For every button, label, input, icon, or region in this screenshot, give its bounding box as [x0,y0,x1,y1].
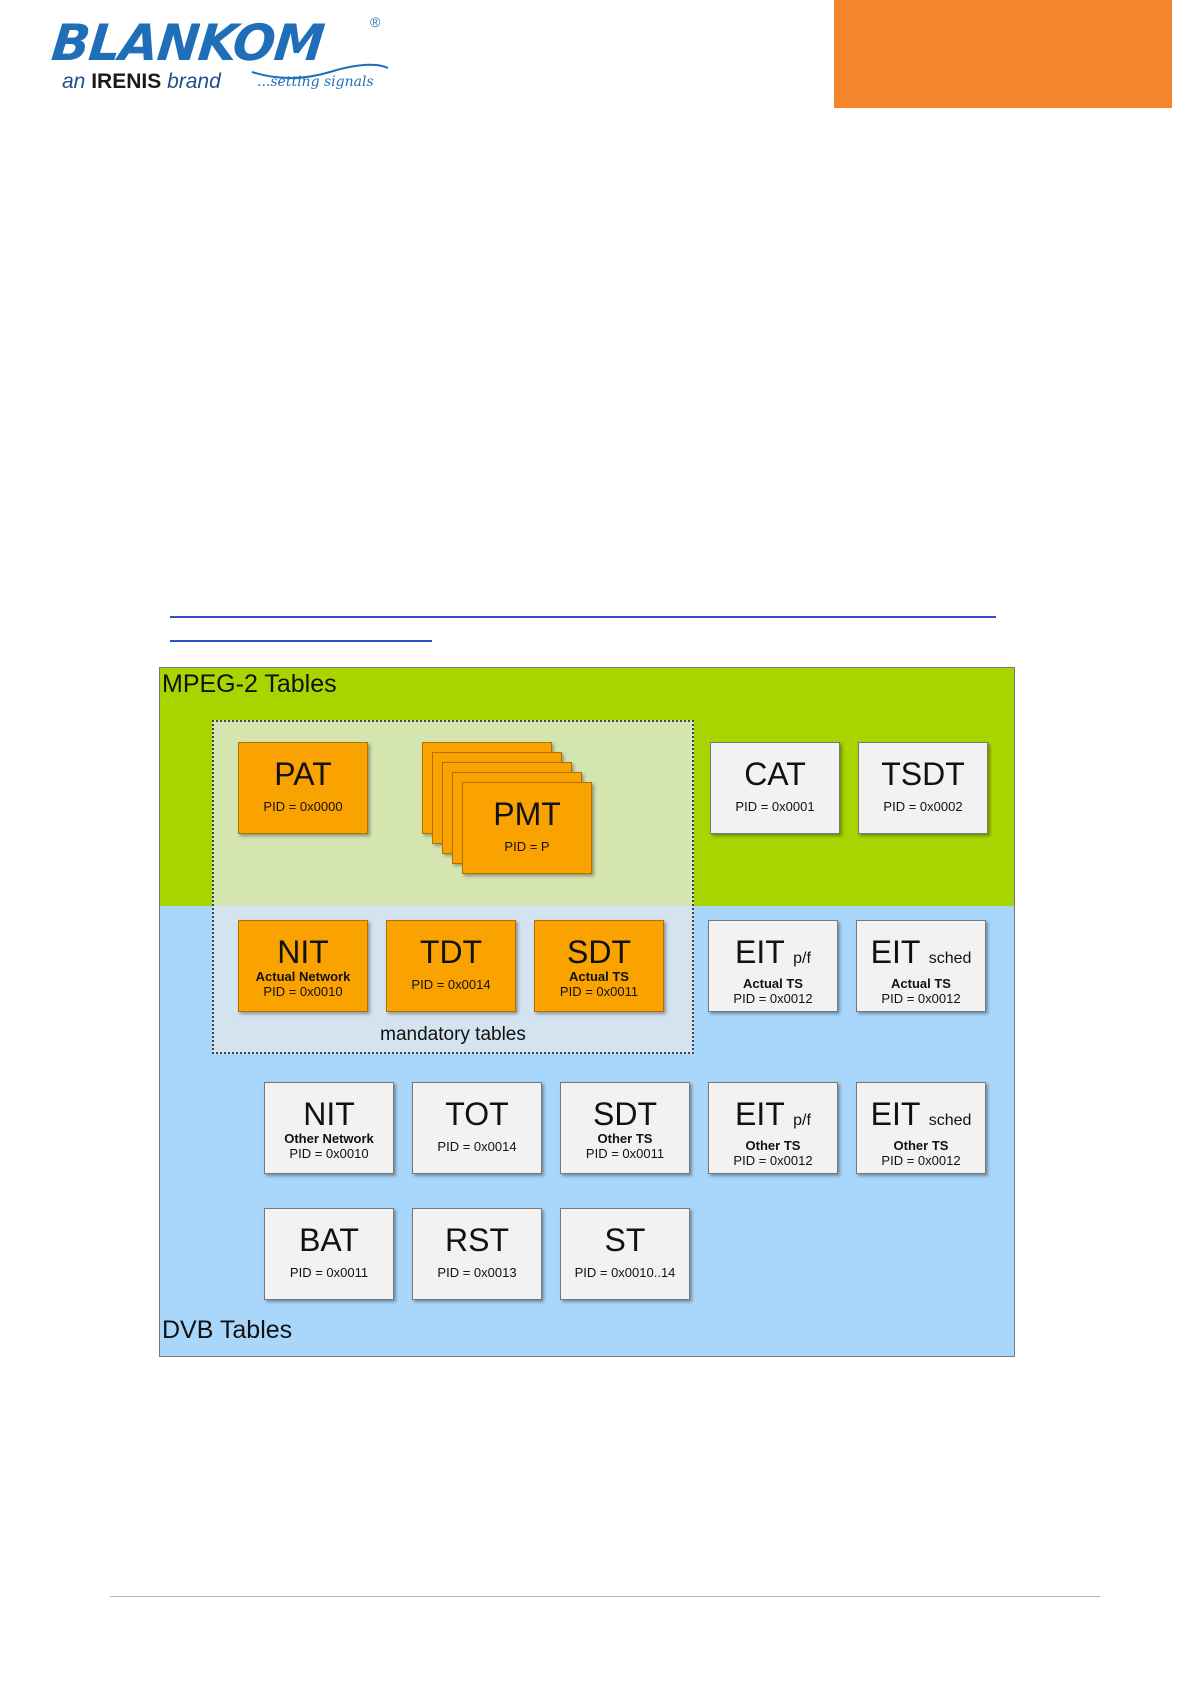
table-name-text: EIT [870,934,920,970]
table-pid: PID = 0x0012 [733,1153,813,1168]
table-name-suffix: sched [928,950,972,967]
table-pid: PID = 0x0014 [437,1139,517,1154]
table-name: NIT [277,934,329,970]
table-name: SDT [567,934,631,970]
table-name-text: EIT [735,934,785,970]
logo-brand-line: an IRENIS brand [62,70,221,94]
footer-divider [110,1596,1100,1597]
logo-tagline: ...setting signals [257,74,374,90]
table-pid: PID = 0x0010 [263,984,343,999]
table-name: SDT [593,1096,657,1132]
table-pid: PID = P [504,839,550,854]
table-name-suffix: sched [928,1112,972,1129]
table-pid: PID = 0x0012 [881,991,961,1006]
table-name: EIT p/f [709,1097,837,1138]
hyperlink-line-2[interactable] [170,640,432,642]
mandatory-tables-outline [212,720,694,1054]
table-tdt: TDT PID = 0x0014 [386,920,516,1012]
logo-registered-mark: ® [370,14,381,30]
table-name: TSDT [881,756,965,792]
table-name: CAT [744,756,806,792]
table-scope: Other TS [597,1131,653,1146]
table-pid: PID = 0x0012 [733,991,813,1006]
table-name: EIT p/f [709,935,837,976]
hyperlink-line-1[interactable] [170,616,996,618]
table-scope: Actual Network [255,969,351,984]
dvb-tables-label: DVB Tables [162,1316,293,1344]
table-scope: Other TS [893,1138,949,1153]
logo-brand-suffix: brand [167,70,221,93]
table-pid: PID = 0x0013 [437,1265,517,1280]
table-name: EIT sched [857,1097,985,1138]
table-pid: PID = 0x0001 [735,799,815,814]
header-accent-block [834,0,1172,108]
table-pat: PAT PID = 0x0000 [238,742,368,834]
table-pid: PID = 0x0010..14 [574,1265,676,1280]
blankom-logo: BLANKOM ® an IRENIS brand ...setting sig… [49,14,392,100]
table-name: NIT [303,1096,355,1132]
table-name-suffix: p/f [793,1112,811,1129]
table-pid: PID = 0x0014 [411,977,491,992]
table-nit-actual: NIT Actual Network PID = 0x0010 [238,920,368,1012]
table-name: ST [604,1222,646,1258]
table-cat: CAT PID = 0x0001 [710,742,840,834]
table-name: TOT [445,1096,509,1132]
table-tot: TOT PID = 0x0014 [412,1082,542,1174]
mandatory-tables-label: mandatory tables [380,1024,526,1045]
table-eit-sched-actual: EIT sched Actual TS PID = 0x0012 [856,920,986,1012]
logo-swoosh-icon [251,63,389,79]
table-name-suffix: p/f [793,950,811,967]
table-scope: Actual TS [569,969,629,984]
table-eit-pf-other: EIT p/f Other TS PID = 0x0012 [708,1082,838,1174]
table-eit-sched-other: EIT sched Other TS PID = 0x0012 [856,1082,986,1174]
logo-brand-name: IRENIS [91,70,162,93]
table-pmt: PMT PID = P [462,782,592,874]
table-pid: PID = 0x0002 [883,799,963,814]
table-pid: PID = 0x0012 [881,1153,961,1168]
logo-brand-prefix: an [62,70,86,93]
table-name: PAT [274,756,332,792]
table-name: TDT [419,934,483,970]
table-eit-pf-actual: EIT p/f Actual TS PID = 0x0012 [708,920,838,1012]
table-tsdt: TSDT PID = 0x0002 [858,742,988,834]
table-name-text: EIT [870,1096,920,1132]
table-sdt-actual: SDT Actual TS PID = 0x0011 [534,920,664,1012]
table-pid: PID = 0x0010 [289,1146,369,1161]
table-bat: BAT PID = 0x0011 [264,1208,394,1300]
table-name-text: EIT [735,1096,785,1132]
table-name: BAT [299,1222,359,1258]
table-scope: Actual TS [891,976,951,991]
table-scope: Other Network [284,1131,374,1146]
table-name: RST [445,1222,509,1258]
table-pid: PID = 0x0011 [289,1265,369,1280]
mpeg-dvb-tables-diagram: MPEG-2 Tables DVB Tables mandatory table… [159,667,1015,1357]
table-rst: RST PID = 0x0013 [412,1208,542,1300]
table-sdt-other: SDT Other TS PID = 0x0011 [560,1082,690,1174]
table-name: EIT sched [857,935,985,976]
table-scope: Actual TS [743,976,803,991]
table-pid: PID = 0x0011 [559,984,639,999]
table-st: ST PID = 0x0010..14 [560,1208,690,1300]
table-name: PMT [493,796,561,832]
mpeg2-tables-label: MPEG-2 Tables [162,670,337,698]
table-nit-other: NIT Other Network PID = 0x0010 [264,1082,394,1174]
table-pid: PID = 0x0011 [585,1146,665,1161]
table-scope: Other TS [745,1138,801,1153]
table-pid: PID = 0x0000 [263,799,343,814]
